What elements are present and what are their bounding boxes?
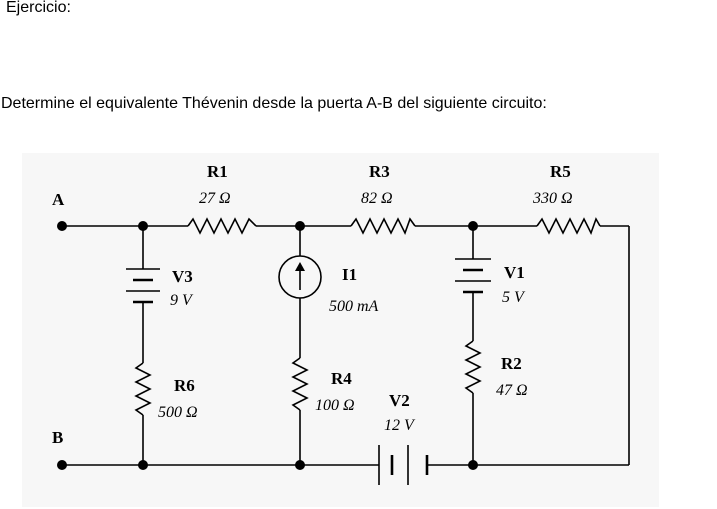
r4-name-label: R4 (331, 369, 352, 388)
exercise-question: Determine el equivalente Thévenin desde … (1, 95, 547, 112)
r2-name-label: R2 (501, 354, 522, 373)
i1-current-source-symbol (278, 255, 322, 299)
circuit-diagram: A B R1 27 Ω R3 82 Ω R5 330 Ω V3 9 V I1 5… (22, 153, 659, 507)
v1-name-label: V1 (504, 263, 525, 282)
v2-value-label: 12 V (384, 417, 416, 434)
r6-value-label: 500 Ω (158, 404, 198, 421)
i1-name-label: I1 (342, 265, 357, 284)
v1-value-label: 5 V (502, 289, 526, 306)
r1-name-label: R1 (207, 162, 228, 181)
i1-value-label: 500 mA (329, 298, 379, 315)
junction-dot (468, 460, 478, 470)
junction-dot (295, 460, 305, 470)
r2-value-label: 47 Ω (496, 382, 528, 399)
junction-dot (138, 221, 148, 231)
r5-value-label: 330 Ω (532, 190, 573, 207)
r4-value-label: 100 Ω (315, 397, 355, 414)
r5-resistor-symbol (536, 217, 601, 236)
r1-value-label: 27 Ω (199, 190, 231, 207)
v2-name-label: V2 (389, 391, 410, 410)
v3-name-label: V3 (172, 267, 193, 286)
r2-resistor-symbol (464, 340, 482, 394)
v2-battery-symbol (378, 445, 429, 485)
junction-dot (138, 460, 148, 470)
r6-resistor-symbol (134, 362, 152, 416)
v3-value-label: 9 V (170, 292, 194, 309)
r5-name-label: R5 (550, 162, 571, 181)
v1-battery-symbol (455, 258, 491, 294)
r3-resistor-symbol (350, 217, 416, 236)
node-label-b: B (52, 428, 63, 447)
junction-dot (295, 221, 305, 231)
r6-name-label: R6 (174, 376, 195, 395)
exercise-heading: Ejercicio: (6, 0, 71, 16)
r4-resistor-symbol (291, 357, 309, 411)
circuit-schematic: A B R1 27 Ω R3 82 Ω R5 330 Ω V3 9 V I1 5… (52, 162, 630, 485)
junction-dot (468, 221, 478, 231)
node-label-a: A (52, 190, 65, 209)
v3-battery-symbol (126, 268, 160, 304)
r1-resistor-symbol (187, 217, 257, 235)
r3-value-label: 82 Ω (361, 190, 393, 207)
terminal-a-dot (57, 221, 67, 231)
terminal-b-dot (57, 460, 67, 470)
r3-name-label: R3 (369, 162, 390, 181)
